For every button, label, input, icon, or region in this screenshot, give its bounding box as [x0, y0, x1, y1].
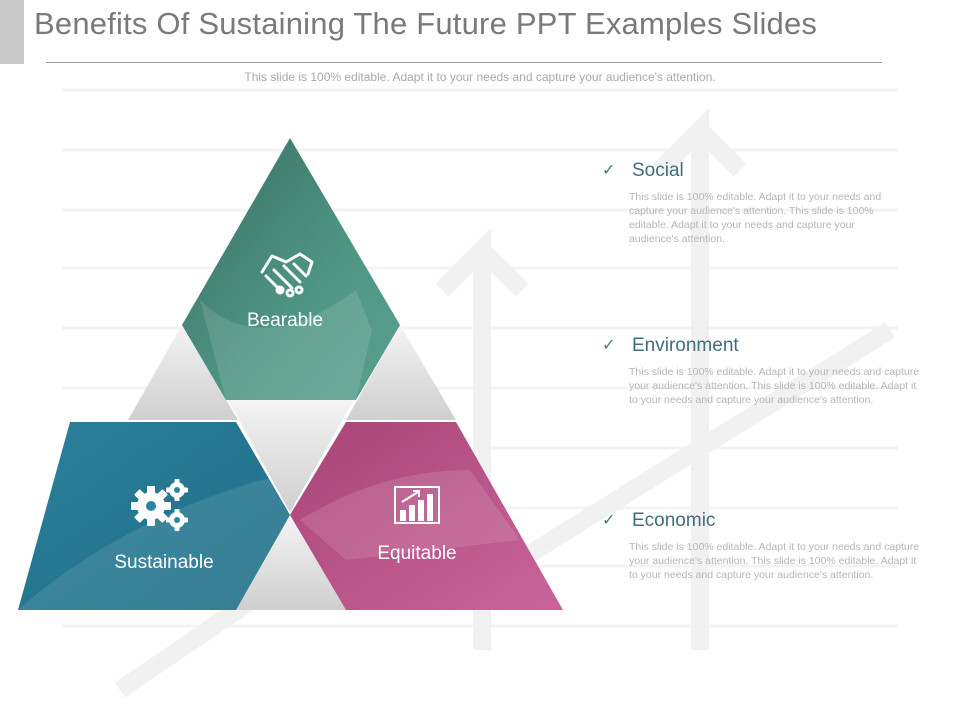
checkmark-icon: ✓	[602, 337, 616, 354]
slide-subtitle: This slide is 100% editable. Adapt it to…	[244, 70, 716, 84]
triangle-bearable	[182, 138, 400, 400]
label-sustainable: Sustainable	[114, 552, 214, 573]
checkmark-icon: ✓	[602, 512, 616, 529]
item-description: This slide is 100% editable. Adapt it to…	[629, 366, 920, 406]
checkmark-icon: ✓	[602, 162, 616, 179]
label-bearable: Bearable	[246, 310, 324, 331]
item-title: Economic	[632, 510, 716, 531]
handshake-icon	[260, 252, 314, 298]
title-accent-bar	[0, 0, 24, 64]
item-description: This slide is 100% editable. Adapt it to…	[629, 191, 882, 245]
item-title: Social	[632, 160, 684, 181]
connector-right	[346, 325, 456, 420]
benefit-item-social: ✓ Social This slide is 100% editable. Ad…	[602, 158, 924, 246]
connector-left	[128, 325, 238, 420]
slide-title: Benefits Of Sustaining The Future PPT Ex…	[34, 6, 818, 41]
connector-center	[228, 400, 354, 512]
triangle-equitable	[290, 422, 563, 610]
gears-icon	[131, 479, 188, 531]
item-description: This slide is 100% editable. Adapt it to…	[629, 541, 920, 581]
benefit-item-environment: ✓ Environment This slide is 100% editabl…	[602, 333, 924, 407]
benefit-item-economic: ✓ Economic This slide is 100% editable. …	[602, 508, 924, 582]
label-equitable: Equitable	[377, 543, 457, 564]
item-title: Environment	[632, 335, 739, 356]
connector-bottom	[236, 515, 346, 610]
growth-chart-icon	[394, 486, 440, 524]
title-divider	[46, 62, 882, 63]
